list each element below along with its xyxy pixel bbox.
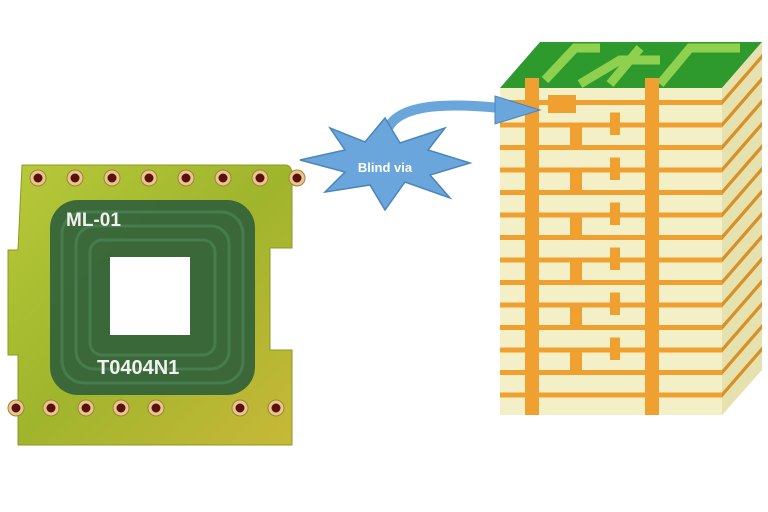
blind-via bbox=[570, 212, 582, 235]
copper-layer bbox=[500, 280, 722, 285]
copper-layer-side bbox=[722, 346, 762, 398]
copper-layer bbox=[500, 370, 722, 375]
pin-hole bbox=[292, 173, 302, 183]
copper-layer bbox=[500, 100, 722, 105]
copper-layer bbox=[500, 235, 722, 240]
pin-hole bbox=[11, 403, 21, 413]
center-window bbox=[110, 257, 190, 335]
layer-stack bbox=[500, 42, 762, 415]
blind-via bbox=[570, 302, 582, 325]
pin-hole bbox=[81, 403, 91, 413]
buried-via bbox=[610, 337, 620, 360]
pcb-label-bottom: T0404N1 bbox=[97, 357, 179, 379]
copper-layer-side bbox=[722, 301, 762, 353]
copper-layer-side bbox=[722, 99, 762, 150]
pin-hole bbox=[70, 173, 80, 183]
pin-hole bbox=[255, 173, 265, 183]
pin-hole bbox=[271, 403, 281, 413]
copper-layer bbox=[500, 392, 722, 398]
buried-via bbox=[610, 157, 620, 180]
pcb-board: ML-01 T0404N1 bbox=[7, 164, 306, 446]
buried-via bbox=[610, 247, 620, 270]
blind-via bbox=[570, 167, 582, 190]
pin-hole bbox=[116, 403, 126, 413]
copper-layer-side bbox=[722, 121, 762, 173]
through-via-left bbox=[525, 78, 539, 415]
pin-hole bbox=[181, 173, 191, 183]
pin-hole bbox=[151, 403, 161, 413]
copper-layer-side bbox=[722, 144, 762, 195]
pin-hole bbox=[144, 173, 154, 183]
copper-layer-side bbox=[722, 256, 762, 308]
pin-hole bbox=[235, 403, 245, 413]
blind-via-top bbox=[548, 95, 576, 113]
buried-via bbox=[610, 292, 620, 315]
copper-layer-side bbox=[722, 189, 762, 240]
copper-layer-side bbox=[722, 324, 762, 375]
pin-hole bbox=[218, 173, 228, 183]
pcb-label-top: ML-01 bbox=[66, 210, 121, 231]
copper-layer bbox=[500, 190, 722, 195]
copper-layer-side bbox=[722, 211, 762, 263]
copper-layer-side bbox=[722, 279, 762, 330]
through-via-right bbox=[645, 78, 659, 415]
blind-via bbox=[570, 257, 582, 280]
starburst-shape bbox=[299, 116, 473, 212]
blind-via-callout: Blind via bbox=[299, 95, 542, 212]
copper-layer bbox=[500, 325, 722, 330]
arrow-head-icon bbox=[494, 95, 542, 125]
buried-via bbox=[610, 202, 620, 225]
copper-layer-side bbox=[722, 234, 762, 285]
copper-layer bbox=[500, 145, 722, 150]
bottom-pin-row bbox=[7, 399, 285, 417]
copper-layer-side bbox=[722, 76, 762, 128]
callout-label: Blind via bbox=[358, 160, 413, 175]
pin-hole bbox=[107, 173, 117, 183]
top-pin-row bbox=[29, 169, 306, 187]
buried-via bbox=[610, 112, 620, 135]
pin-hole bbox=[46, 403, 56, 413]
copper-layer-side bbox=[722, 54, 762, 105]
blind-via bbox=[570, 122, 582, 145]
copper-layer-side bbox=[722, 166, 762, 218]
pin-hole bbox=[33, 173, 43, 183]
blind-via bbox=[570, 347, 582, 370]
